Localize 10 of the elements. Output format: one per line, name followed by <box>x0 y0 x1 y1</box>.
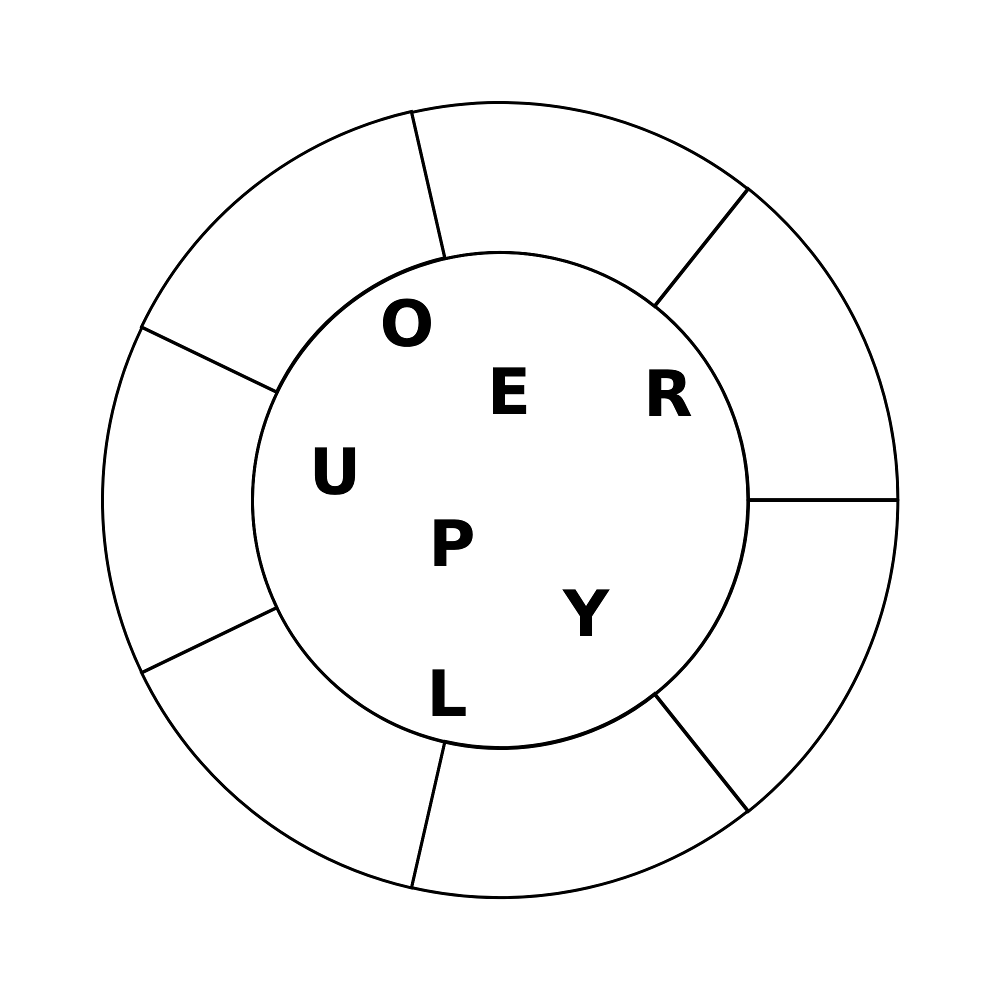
answer-segment <box>100 326 278 674</box>
answer-segment <box>140 110 446 394</box>
letter: E <box>487 361 531 425</box>
letter: R <box>643 363 693 427</box>
letter: U <box>309 441 361 505</box>
answer-segment <box>653 498 900 813</box>
letter: L <box>426 663 468 727</box>
letter: P <box>428 513 476 577</box>
letter: Y <box>562 583 610 647</box>
letter: O <box>380 293 434 357</box>
